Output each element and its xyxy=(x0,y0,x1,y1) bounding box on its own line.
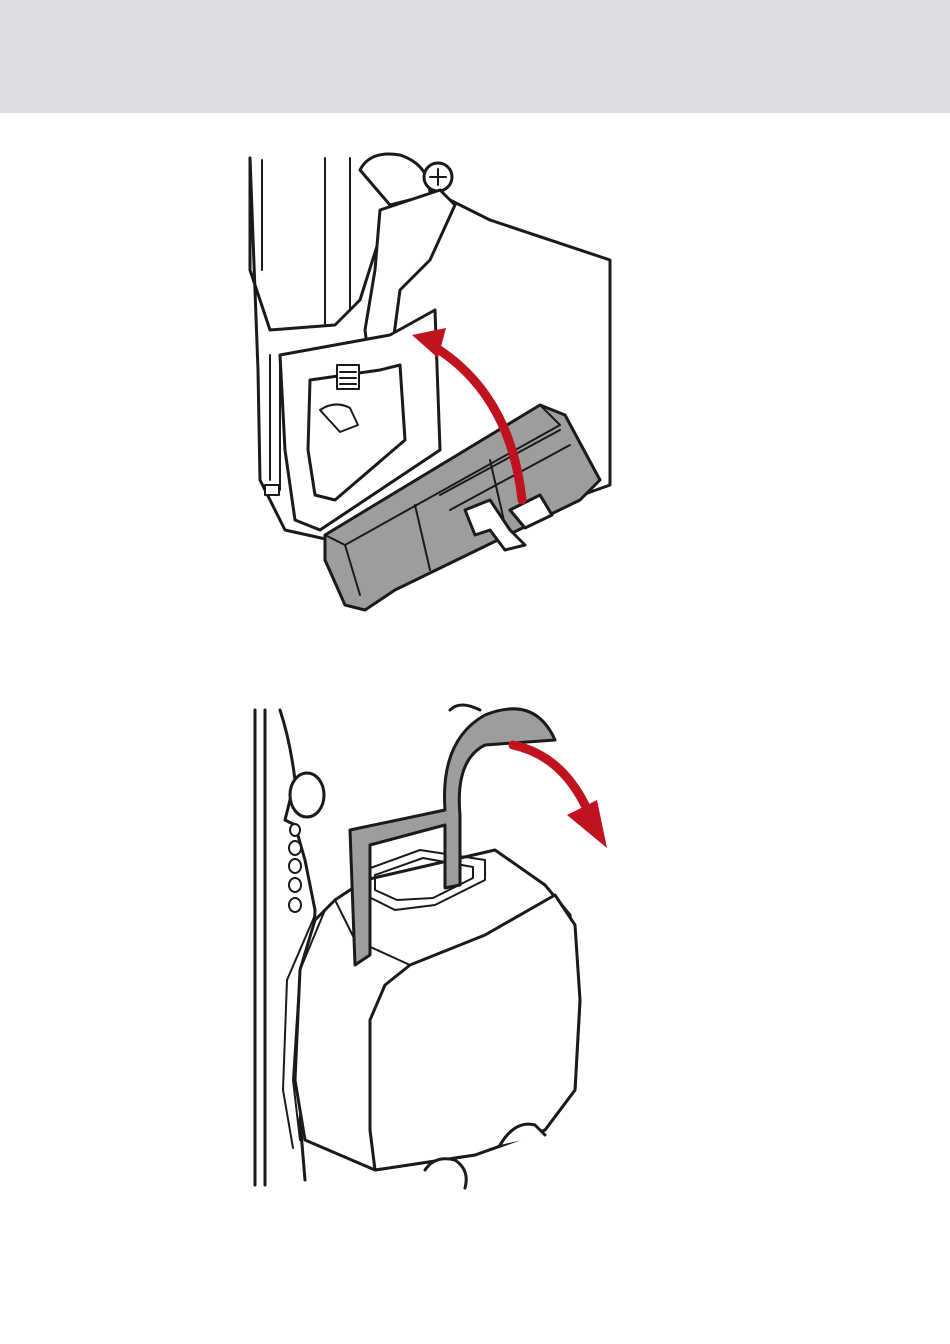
page-header-band xyxy=(0,0,950,113)
small-hole-1 xyxy=(290,824,300,836)
small-hole-5 xyxy=(289,898,301,912)
small-hole-4 xyxy=(289,878,301,892)
side-tab xyxy=(265,485,279,495)
bottom-fitting xyxy=(425,1159,466,1188)
wall-panel xyxy=(255,710,265,1185)
illustration-insert-module xyxy=(240,150,620,615)
top-fitting xyxy=(450,705,480,710)
arrowhead-down-right xyxy=(567,800,607,848)
small-hole-3 xyxy=(289,859,301,873)
round-hole xyxy=(290,773,324,817)
curved-arrow-down-right xyxy=(513,745,585,805)
small-hole-2 xyxy=(289,841,301,855)
illustration-fold-strap xyxy=(245,700,620,1190)
